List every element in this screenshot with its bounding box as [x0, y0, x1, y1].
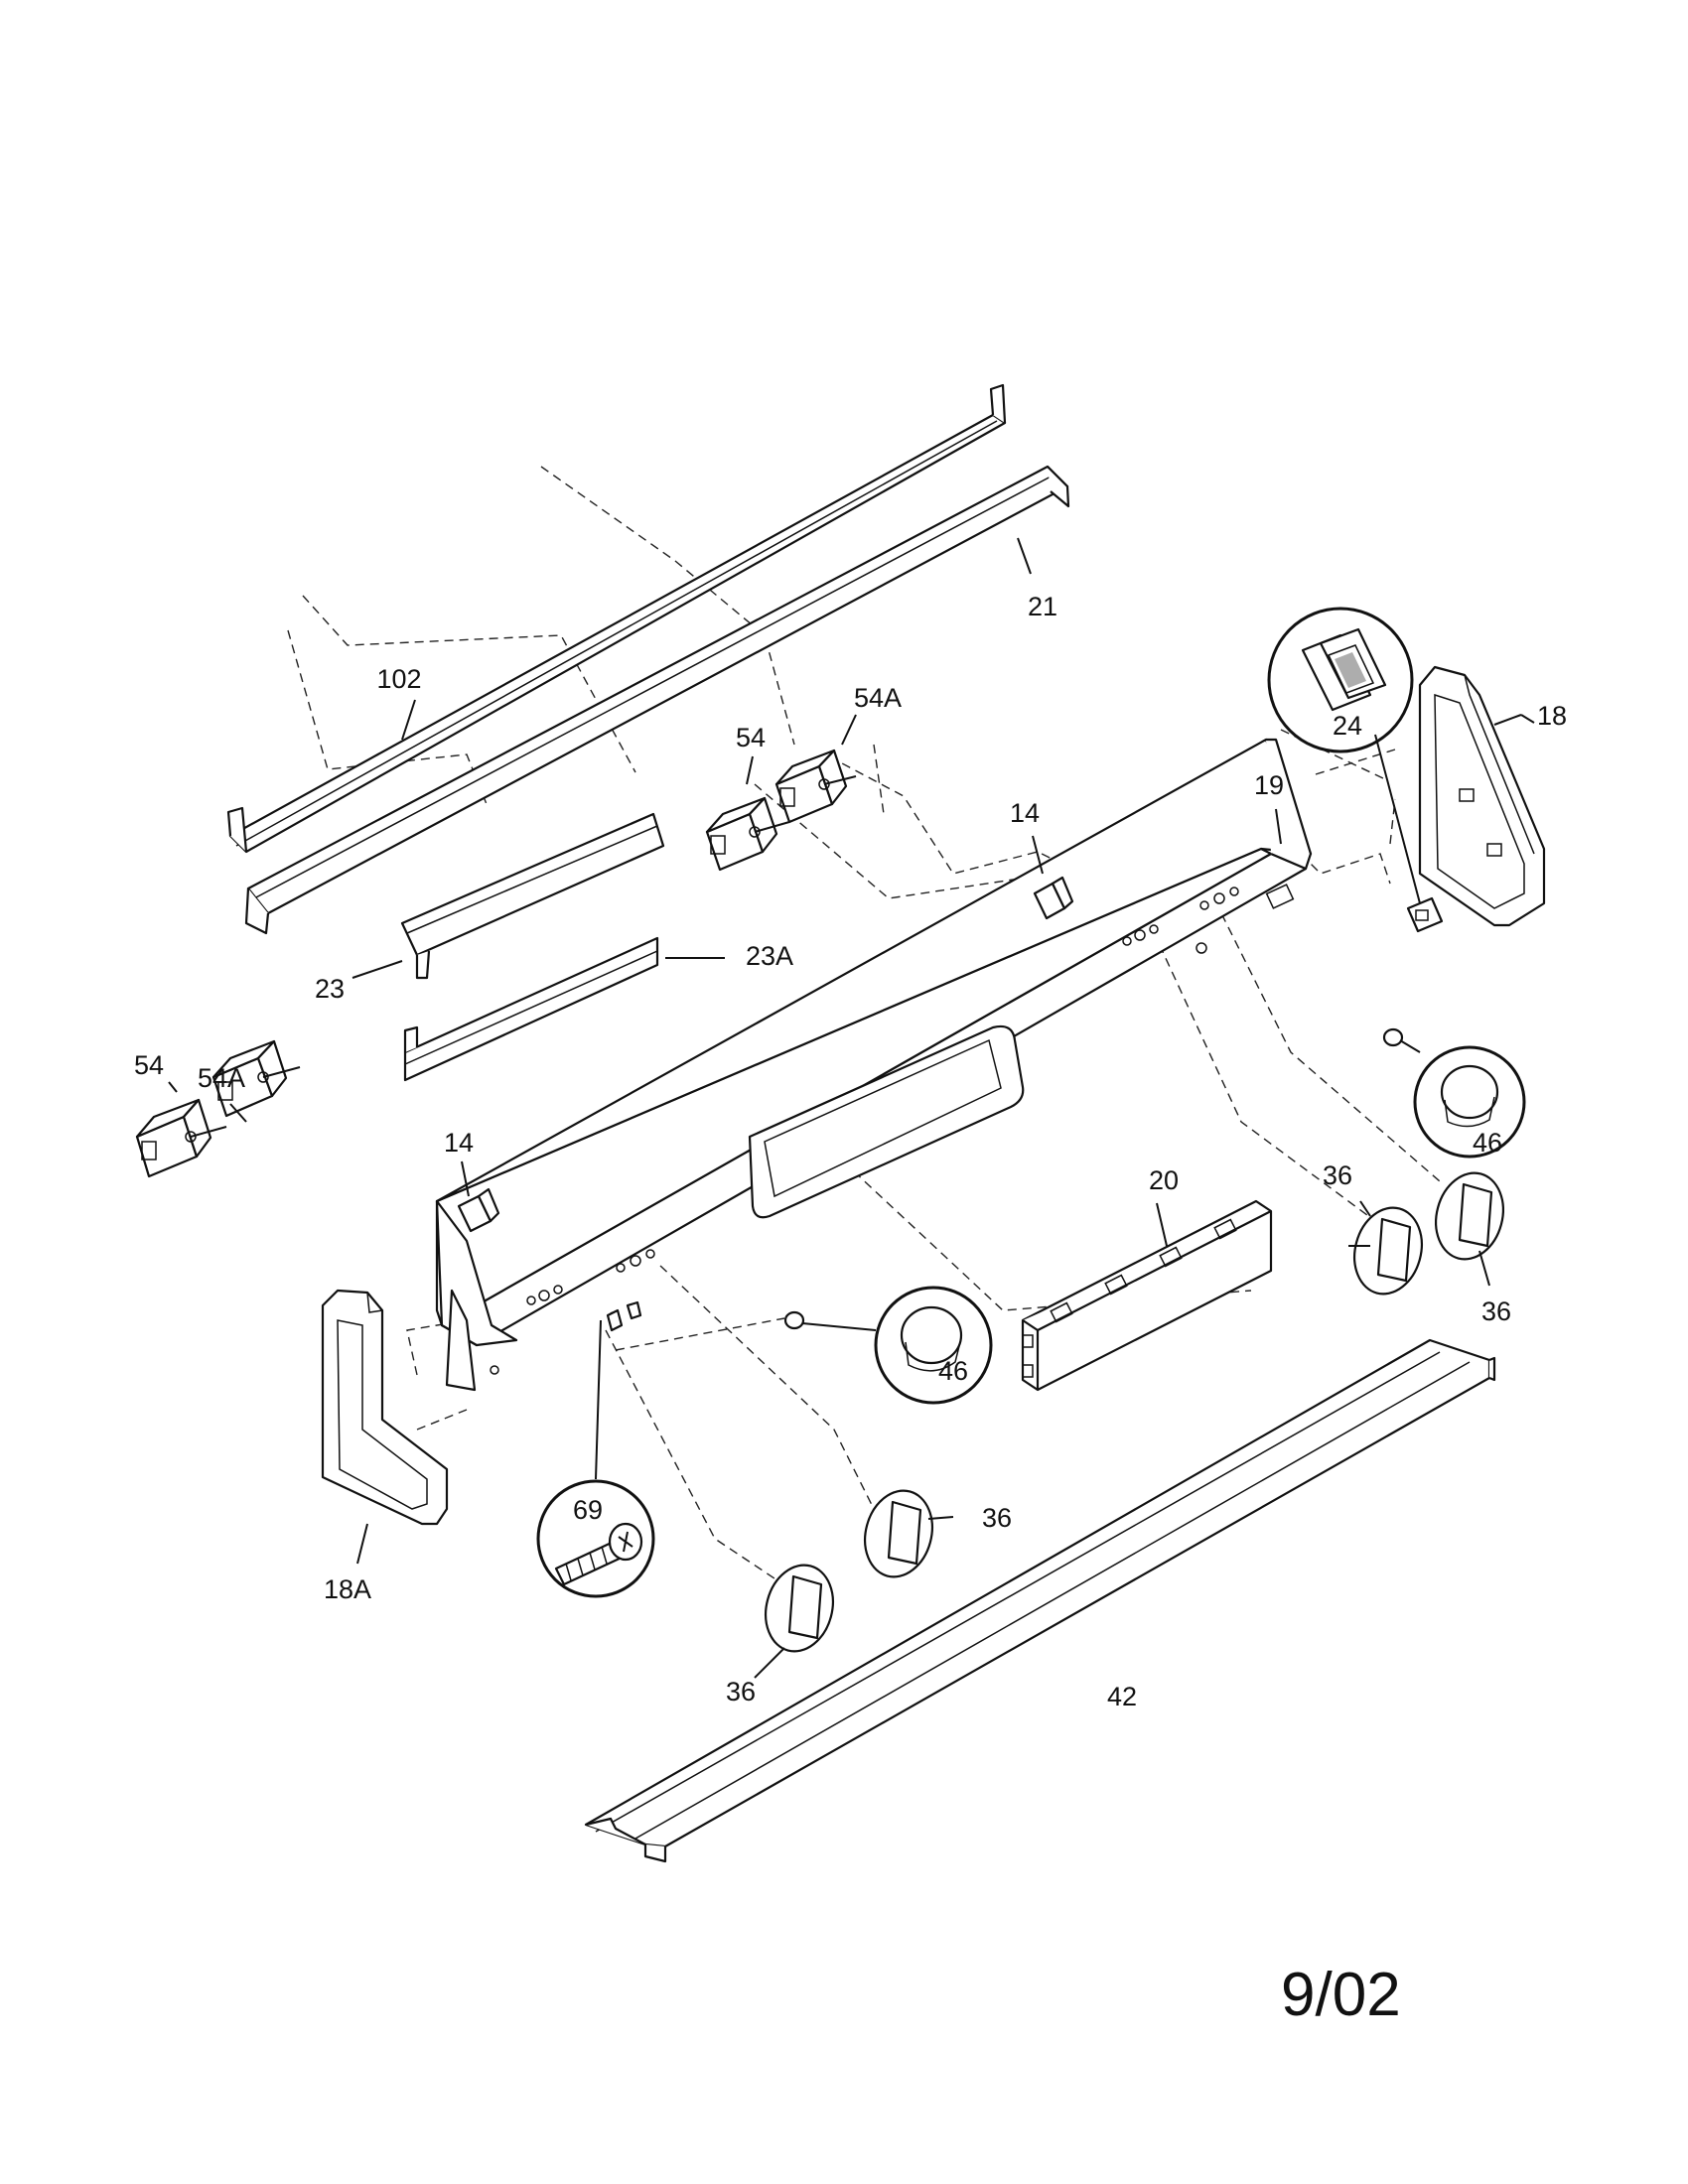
part-46-button-detail-center: [783, 1286, 993, 1405]
callout-23: 23: [315, 974, 345, 1004]
callout-24: 24: [1333, 711, 1362, 741]
part-24-rocker-switch: [1406, 896, 1444, 933]
callout-46-right: 46: [1473, 1128, 1502, 1158]
part-24-detail-circle: [1267, 607, 1421, 904]
part-23-bracket: [400, 812, 665, 980]
callout-14-left: 14: [444, 1128, 474, 1158]
part-69-screw-detail: [536, 1300, 655, 1598]
part-36-knob-lower: [754, 1564, 834, 1679]
callout-54-top: 54: [736, 723, 766, 752]
part-54A-switch-top: [774, 749, 857, 824]
callout-36-right-b: 36: [1481, 1297, 1511, 1326]
part-18A-end-cap-left: [321, 1289, 449, 1565]
callout-36-lower: 36: [726, 1677, 756, 1706]
callout-54A-left: 54A: [198, 1063, 245, 1093]
callout-20: 20: [1149, 1165, 1179, 1195]
part-19-control-panel: [435, 738, 1313, 1392]
part-21-channel-rail: [244, 465, 1070, 935]
callout-54-left: 54: [134, 1050, 164, 1080]
leader-lines: [168, 537, 1535, 1217]
callout-14-top: 14: [1010, 798, 1040, 828]
callout-46-center: 46: [938, 1356, 968, 1386]
part-54A-switch-left: [211, 1039, 301, 1118]
callout-23A: 23A: [746, 941, 793, 971]
part-42-lower-trim: [584, 1338, 1496, 1863]
part-36-knob-right-b: [1435, 1171, 1504, 1287]
callout-102: 102: [376, 664, 421, 694]
part-20-control-board: [1021, 1199, 1273, 1392]
part-46-button-detail-right: [1382, 1027, 1526, 1159]
part-102-upper-rail: [226, 383, 1007, 854]
date-code: 9/02: [1281, 1961, 1401, 2029]
callout-69: 69: [573, 1495, 603, 1525]
callout-36-right-a: 36: [1323, 1160, 1352, 1190]
part-36-knob-right-a: [1348, 1206, 1423, 1296]
part-54-switch-left: [135, 1098, 227, 1178]
part-23A-bracket: [403, 936, 659, 1082]
callout-36-center: 36: [982, 1503, 1012, 1533]
part-36-knob-center: [864, 1489, 954, 1578]
callout-42: 42: [1107, 1682, 1137, 1711]
callout-19: 19: [1254, 770, 1284, 800]
callout-21: 21: [1028, 592, 1057, 621]
callout-18A: 18A: [324, 1574, 371, 1604]
callout-labels: 102 21 54 54A 14 19 24 18 23 23A 54A 54 …: [134, 592, 1567, 1711]
callout-18: 18: [1537, 701, 1567, 731]
part-18-end-cap-right: [1418, 665, 1546, 927]
callout-54A-top: 54A: [854, 683, 902, 713]
part-14-clip-top: [1033, 876, 1074, 920]
part-54-switch-top: [705, 796, 790, 872]
part-14-clip-left: [457, 1187, 500, 1233]
